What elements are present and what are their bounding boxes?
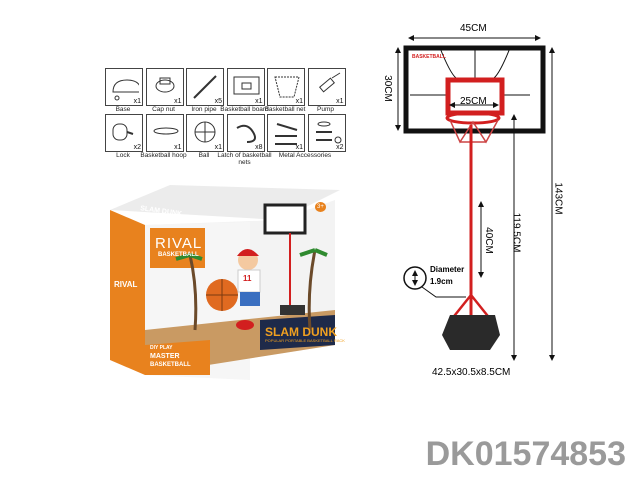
latch-icon — [235, 124, 256, 143]
part-quantity: x2 — [133, 144, 141, 151]
part-quantity: x8 — [255, 144, 263, 151]
part-tile: x1 — [186, 114, 224, 152]
side-brand: RIVAL — [114, 280, 138, 289]
pump-icon — [318, 72, 340, 93]
part-label: Base — [115, 106, 131, 113]
dimension-diagram: BASKETBALL 45CM 30CM 25CM 143CM 119.5CM … — [380, 15, 580, 385]
part-tile: x1 — [145, 114, 184, 152]
jersey-number: 11 — [243, 274, 252, 283]
main-sub: POPULAR PORTABLE BASKETBALL RACK — [265, 338, 345, 343]
height-label: 30CM — [381, 75, 393, 102]
main-title: SLAM DUNK — [265, 325, 337, 339]
part-label: Lock — [116, 152, 130, 159]
part-tile: x5 — [186, 68, 224, 106]
part-label: Ball — [198, 152, 210, 159]
screws-icon — [315, 121, 341, 144]
diy-label: DIY PLAY — [150, 345, 173, 351]
part-tile: x8 — [226, 114, 265, 152]
master-sub: BASKETBALL — [150, 362, 191, 368]
hoop-label: 25CM — [460, 96, 487, 107]
part-tile: x1 — [267, 68, 305, 106]
part-tile: x2 — [307, 114, 346, 152]
hoop-icon — [153, 127, 178, 135]
cap-nut-icon — [155, 77, 174, 93]
iron-pipe-icon — [193, 75, 217, 99]
part-tile: x1 — [307, 68, 346, 106]
part-quantity: x1 — [336, 98, 344, 105]
diameter-label: Diameter — [430, 265, 465, 274]
part-tile: x1 — [226, 68, 265, 106]
board-icon — [233, 76, 259, 95]
product-box-image: RIVAL BASKETBALL SLAM DUNK RIVAL 11 3+ S… — [100, 180, 350, 380]
total-height-label: 143CM — [552, 182, 564, 215]
brand-logo: RIVAL — [155, 235, 203, 252]
part-label: Cap nut — [152, 106, 175, 113]
base-size-label: 42.5x30.5x8.5CM — [432, 367, 511, 378]
part-tile: x2 — [105, 114, 143, 152]
wrench-icon — [275, 123, 298, 145]
master-label: MASTER — [150, 353, 180, 360]
part-tile: x1 — [145, 68, 184, 106]
part-quantity: x1 — [255, 98, 263, 105]
diameter-value: 1.9cm — [430, 277, 453, 286]
pipe-length-label: 40CM — [482, 227, 494, 254]
lock-icon — [112, 123, 134, 141]
part-tile: x1 — [105, 68, 143, 106]
base-icon — [112, 79, 139, 101]
part-quantity: x1 — [295, 144, 303, 151]
ball-icon — [194, 121, 216, 143]
part-quantity: x1 — [174, 98, 182, 105]
part-quantity: x2 — [336, 144, 344, 151]
part-quantity: x1 — [174, 144, 182, 151]
age-badge: 3+ — [315, 202, 326, 212]
part-label: Basketball net — [264, 106, 306, 113]
width-label: 45CM — [460, 23, 487, 34]
part-quantity: x5 — [214, 98, 222, 105]
part-quantity: x1 — [133, 98, 141, 105]
part-quantity: x1 — [214, 144, 222, 151]
part-label: Latch of basketball nets — [217, 152, 272, 166]
part-tile: x1 — [267, 114, 305, 152]
part-label: Iron pipe — [191, 106, 217, 113]
rim-height-label: 119.5CM — [510, 212, 522, 253]
part-label: Pump — [317, 106, 334, 113]
part-quantity: x1 — [295, 98, 303, 105]
product-code: DK01574853 — [425, 435, 626, 473]
backboard-label: BASKETBALL — [412, 54, 446, 60]
part-label: Metal Accessories — [278, 152, 332, 159]
part-label: Basketball board — [220, 106, 269, 113]
net-icon — [274, 76, 300, 98]
brand-sub: BASKETBALL — [158, 252, 199, 258]
part-label: Basketball hoop — [140, 152, 187, 159]
